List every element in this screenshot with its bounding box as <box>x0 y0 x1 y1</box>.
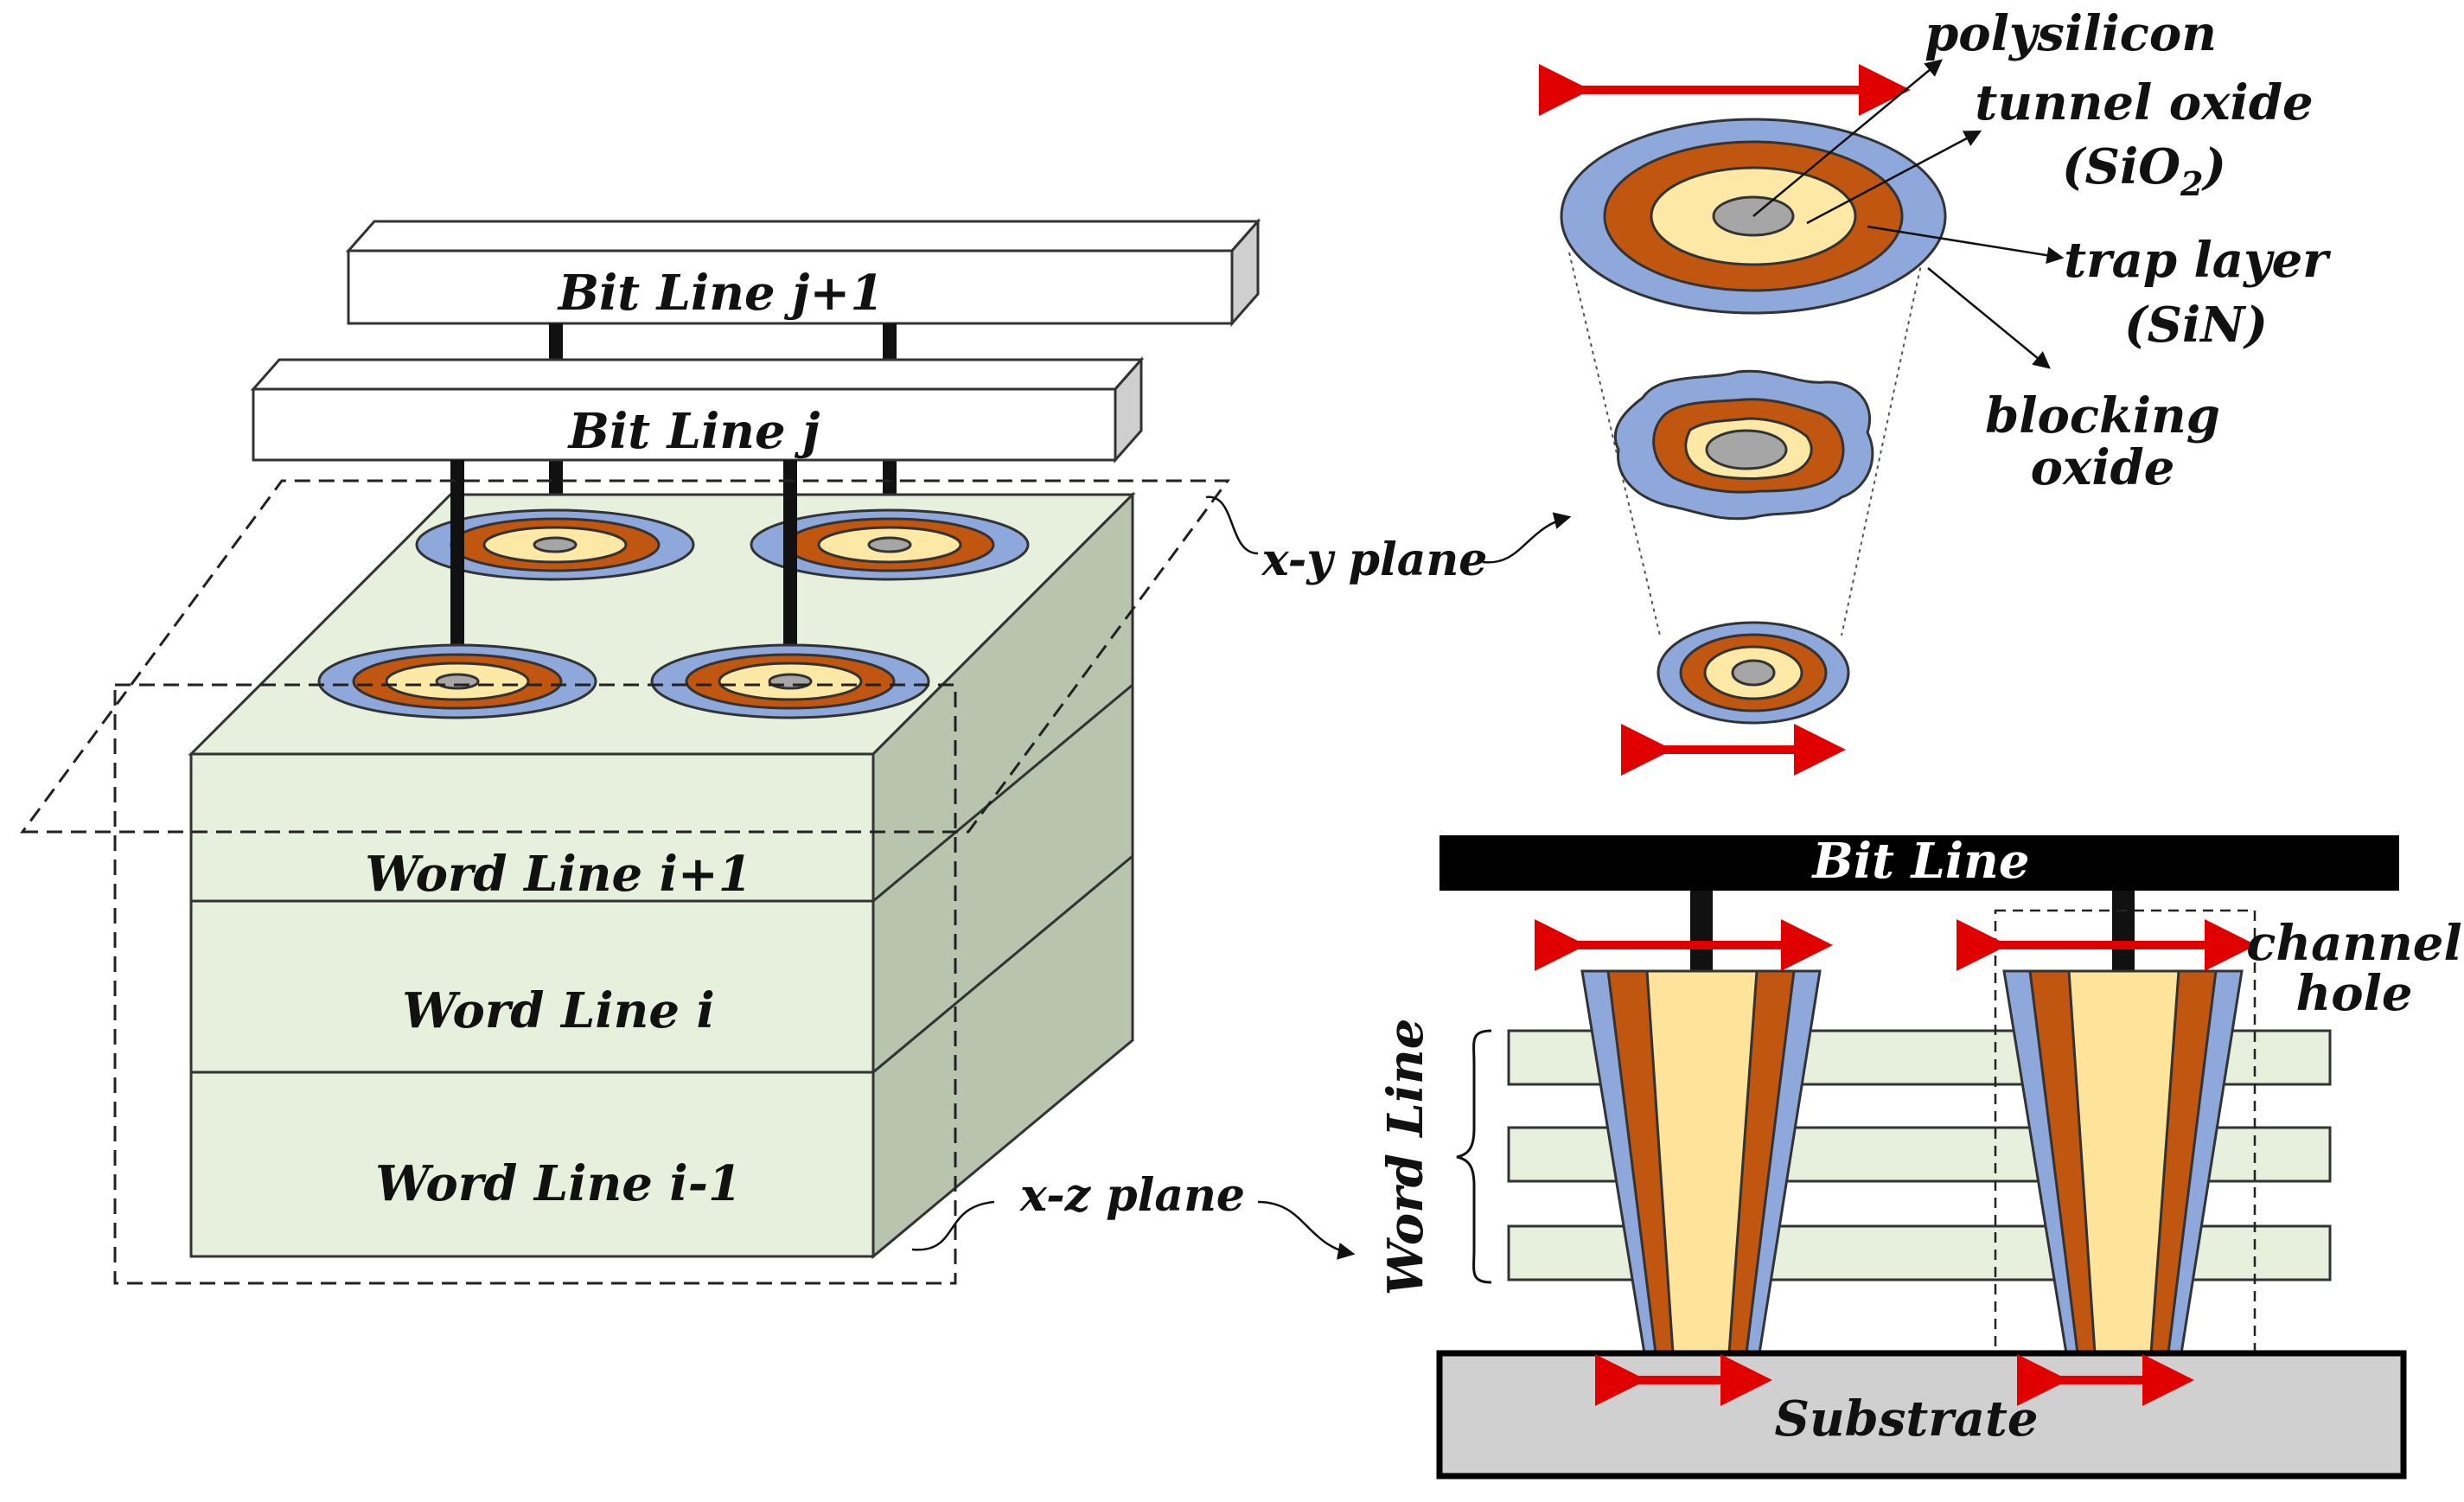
channel-hole-label-2: hole <box>2296 965 2413 1022</box>
xz-plane-outline <box>113 683 957 1285</box>
polysilicon-label: polysilicon <box>1925 5 2217 62</box>
trap-layer-label: trap layer <box>2064 232 2331 289</box>
xz-plane-callout-curve <box>911 1200 995 1251</box>
word-line-vertical-label: Word Line <box>1377 1019 1434 1296</box>
xy-plane-outline <box>20 479 1230 834</box>
substrate-block <box>1436 1350 2407 1480</box>
bit-line-bar-label: Bit Line <box>1811 833 2030 890</box>
bit-line-bar <box>1439 835 2399 891</box>
left-3d-stack: Bit Line j+1 Bit Line j Word Line i+1 Wo… <box>20 218 1572 1285</box>
xy-plane-pointer <box>1482 512 1572 564</box>
channel-right <box>2002 969 2244 1355</box>
blocking-oxide-label-1: blocking <box>1985 387 2220 444</box>
trap-layer-formula: (SiN) <box>2124 297 2268 354</box>
xz-plane-pointer <box>1257 1200 1356 1260</box>
cross-section-bottom <box>1656 621 1850 725</box>
tunnel-oxide-formula: (SiO2) <box>2062 138 2226 203</box>
word-line-i <box>189 661 1134 1076</box>
bit-line-j <box>250 356 1145 463</box>
xy-plane-label: x-y plane <box>1261 534 1488 586</box>
polysilicon-pointer <box>1752 59 1943 217</box>
word-line-im1-label: Word Line i-1 <box>375 1155 742 1212</box>
bit-line-j-label: Bit Line j <box>567 403 820 460</box>
channel-left <box>1580 969 1822 1355</box>
blocking-oxide-pointer <box>1927 267 2051 369</box>
trap-layer-pointer <box>1867 225 2065 265</box>
xz-plane-label: x-z plane <box>1019 1169 1245 1222</box>
cross-section-middle <box>1613 369 1874 521</box>
blocking-oxide-label-2: oxide <box>2031 439 2175 496</box>
word-line-i-label: Word Line i <box>402 982 715 1039</box>
pillar-front-right <box>783 460 797 687</box>
channel-hole-label-1: channel <box>2246 915 2461 972</box>
word-line-i-minus-1 <box>189 848 1134 1260</box>
bit-line-j1-label: Bit Line j+1 <box>557 265 884 322</box>
cell-front-left <box>317 643 597 719</box>
xy-cross-sections: polysilicon tunnel oxide (SiO2) trap lay… <box>1539 5 2331 776</box>
cell-front-right <box>650 643 930 719</box>
tunnel-oxide-pointer <box>1806 130 1982 225</box>
xy-plane-callout-curve <box>1205 495 1259 555</box>
word-line-brace <box>1456 1029 1492 1284</box>
cell-back-right <box>750 508 1030 581</box>
bit-line-j1 <box>345 218 1261 327</box>
tunnel-oxide-label: tunnel oxide <box>1975 74 2313 131</box>
pillar-front-left <box>450 460 464 687</box>
word-line-i1-label: Word Line i+1 <box>365 846 751 903</box>
substrate-label: Substrate <box>1775 1390 2039 1448</box>
cell-back-left <box>415 508 695 581</box>
xz-cross-section: Bit Line Substrate <box>1377 833 2462 1480</box>
